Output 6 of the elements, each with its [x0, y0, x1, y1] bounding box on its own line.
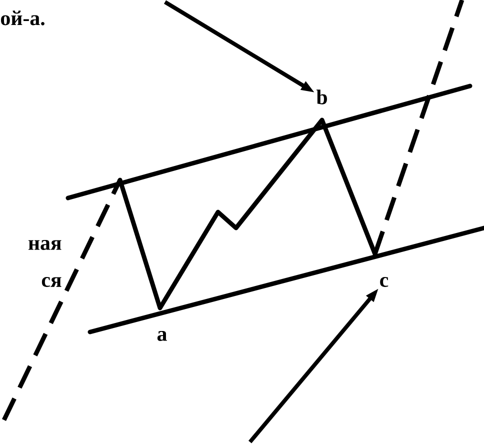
text-fragment: ная: [28, 240, 62, 250]
point-label: a: [157, 330, 167, 341]
text-fragment: ой-а.: [1, 10, 44, 26]
text-fragment: ся: [42, 276, 62, 287]
point-label: c: [380, 276, 388, 287]
point-label: b: [316, 90, 327, 104]
